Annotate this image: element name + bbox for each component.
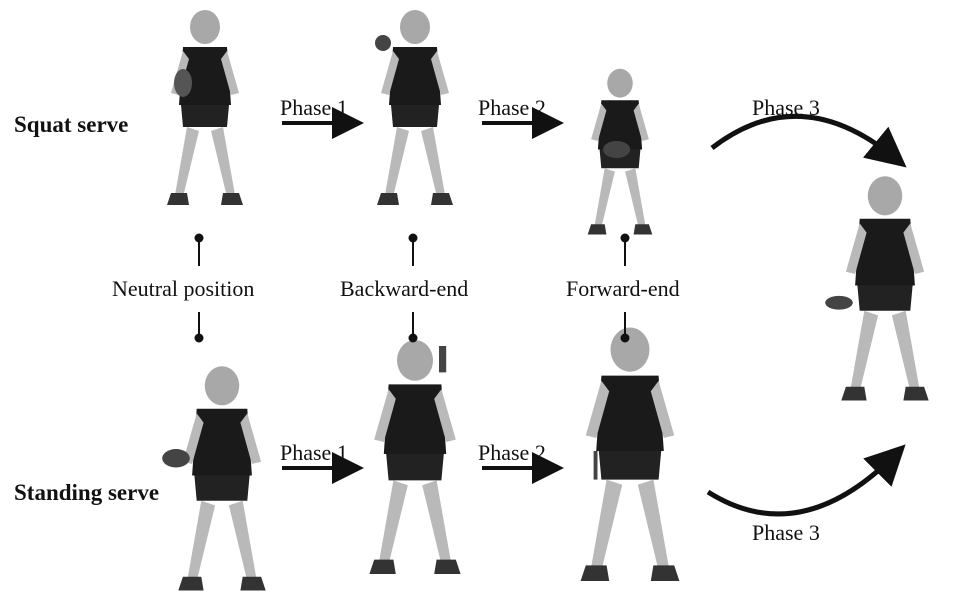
finish-figure [825,176,929,400]
squat-phase1-label: Phase 1 [280,95,348,121]
squat-backward-figure [375,10,453,205]
standing-serve-label: Standing serve [14,480,159,506]
standing-backward-figure [369,340,460,574]
squat-phase2-label: Phase 2 [478,95,546,121]
standing-forward-figure [581,328,680,582]
squat-neutral-figure [167,10,243,205]
standing-phase3-label: Phase 3 [752,520,820,546]
forward-end-label: Forward-end [566,276,680,302]
standing-phase1-label: Phase 1 [280,440,348,466]
standing-phase2-label: Phase 2 [478,440,546,466]
neutral-position-label: Neutral position [112,276,254,302]
standing-phase3-arrow [708,455,895,514]
squat-forward-figure [588,69,653,235]
standing-neutral-figure [162,366,266,590]
squat-serve-label: Squat serve [14,112,128,138]
backward-end-label: Backward-end [340,276,468,302]
squat-phase3-arrow [712,116,895,158]
squat-phase3-label: Phase 3 [752,95,820,121]
